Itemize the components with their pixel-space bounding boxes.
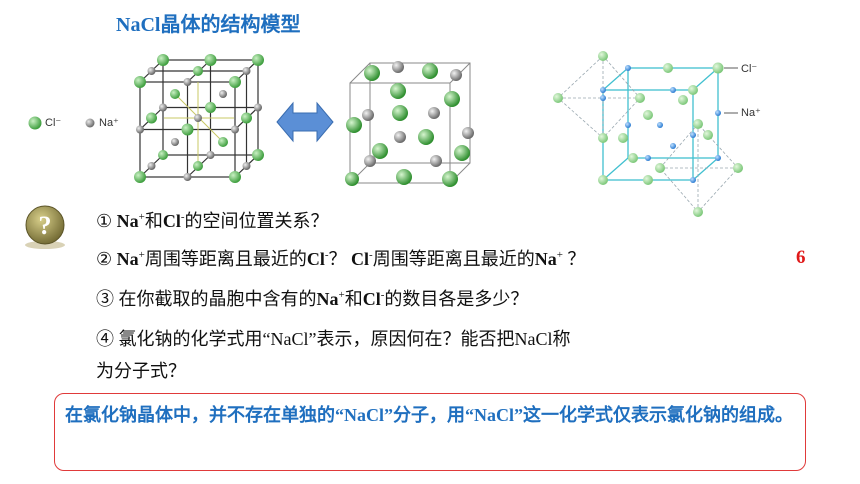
legend-na-label: Na⁺ xyxy=(99,117,119,129)
na-ball-icon xyxy=(85,118,95,128)
cl-ball-icon xyxy=(28,116,42,130)
question-3: ③ 在你截取的晶胞中含有的Na+和Cl-的数目各是多少？ xyxy=(96,289,529,309)
question-4-continued: 为分子式？ xyxy=(96,361,186,381)
question-mark-icon: ? xyxy=(25,205,65,249)
diagram3-cl-label: Cl⁻ xyxy=(741,63,758,75)
answer-number: 6 xyxy=(796,247,806,268)
legend: Cl⁻ Na⁺ xyxy=(28,113,128,133)
question-1: ① Na+和Cl-的空间位置关系？ xyxy=(96,211,329,231)
question-2: ② Na+周围等距离且最近的Cl-？ Cl-周围等距离且最近的Na+ ？ xyxy=(96,249,586,269)
legend-cl-label: Cl⁻ xyxy=(45,117,62,129)
question-4: ④ 氯化钠的化学式用“NaCl”表示，原因何在？能否把NaCl称 xyxy=(96,329,571,349)
coordination-octahedron-diagram xyxy=(553,51,743,217)
double-arrow-icon xyxy=(276,101,334,143)
diagram3-na-label: Na⁺ xyxy=(741,107,761,119)
answer-box: 在氯化钠晶体中，并不存在单独的“NaCl”分子，用“NaCl”这一化学式仅表示氯… xyxy=(54,393,806,471)
svg-text:?: ? xyxy=(39,211,52,240)
lattice-wireframe-diagram xyxy=(134,54,264,183)
page-title: NaCl晶体的结构模型 xyxy=(116,14,301,36)
lattice-ball-diagram xyxy=(345,61,474,187)
